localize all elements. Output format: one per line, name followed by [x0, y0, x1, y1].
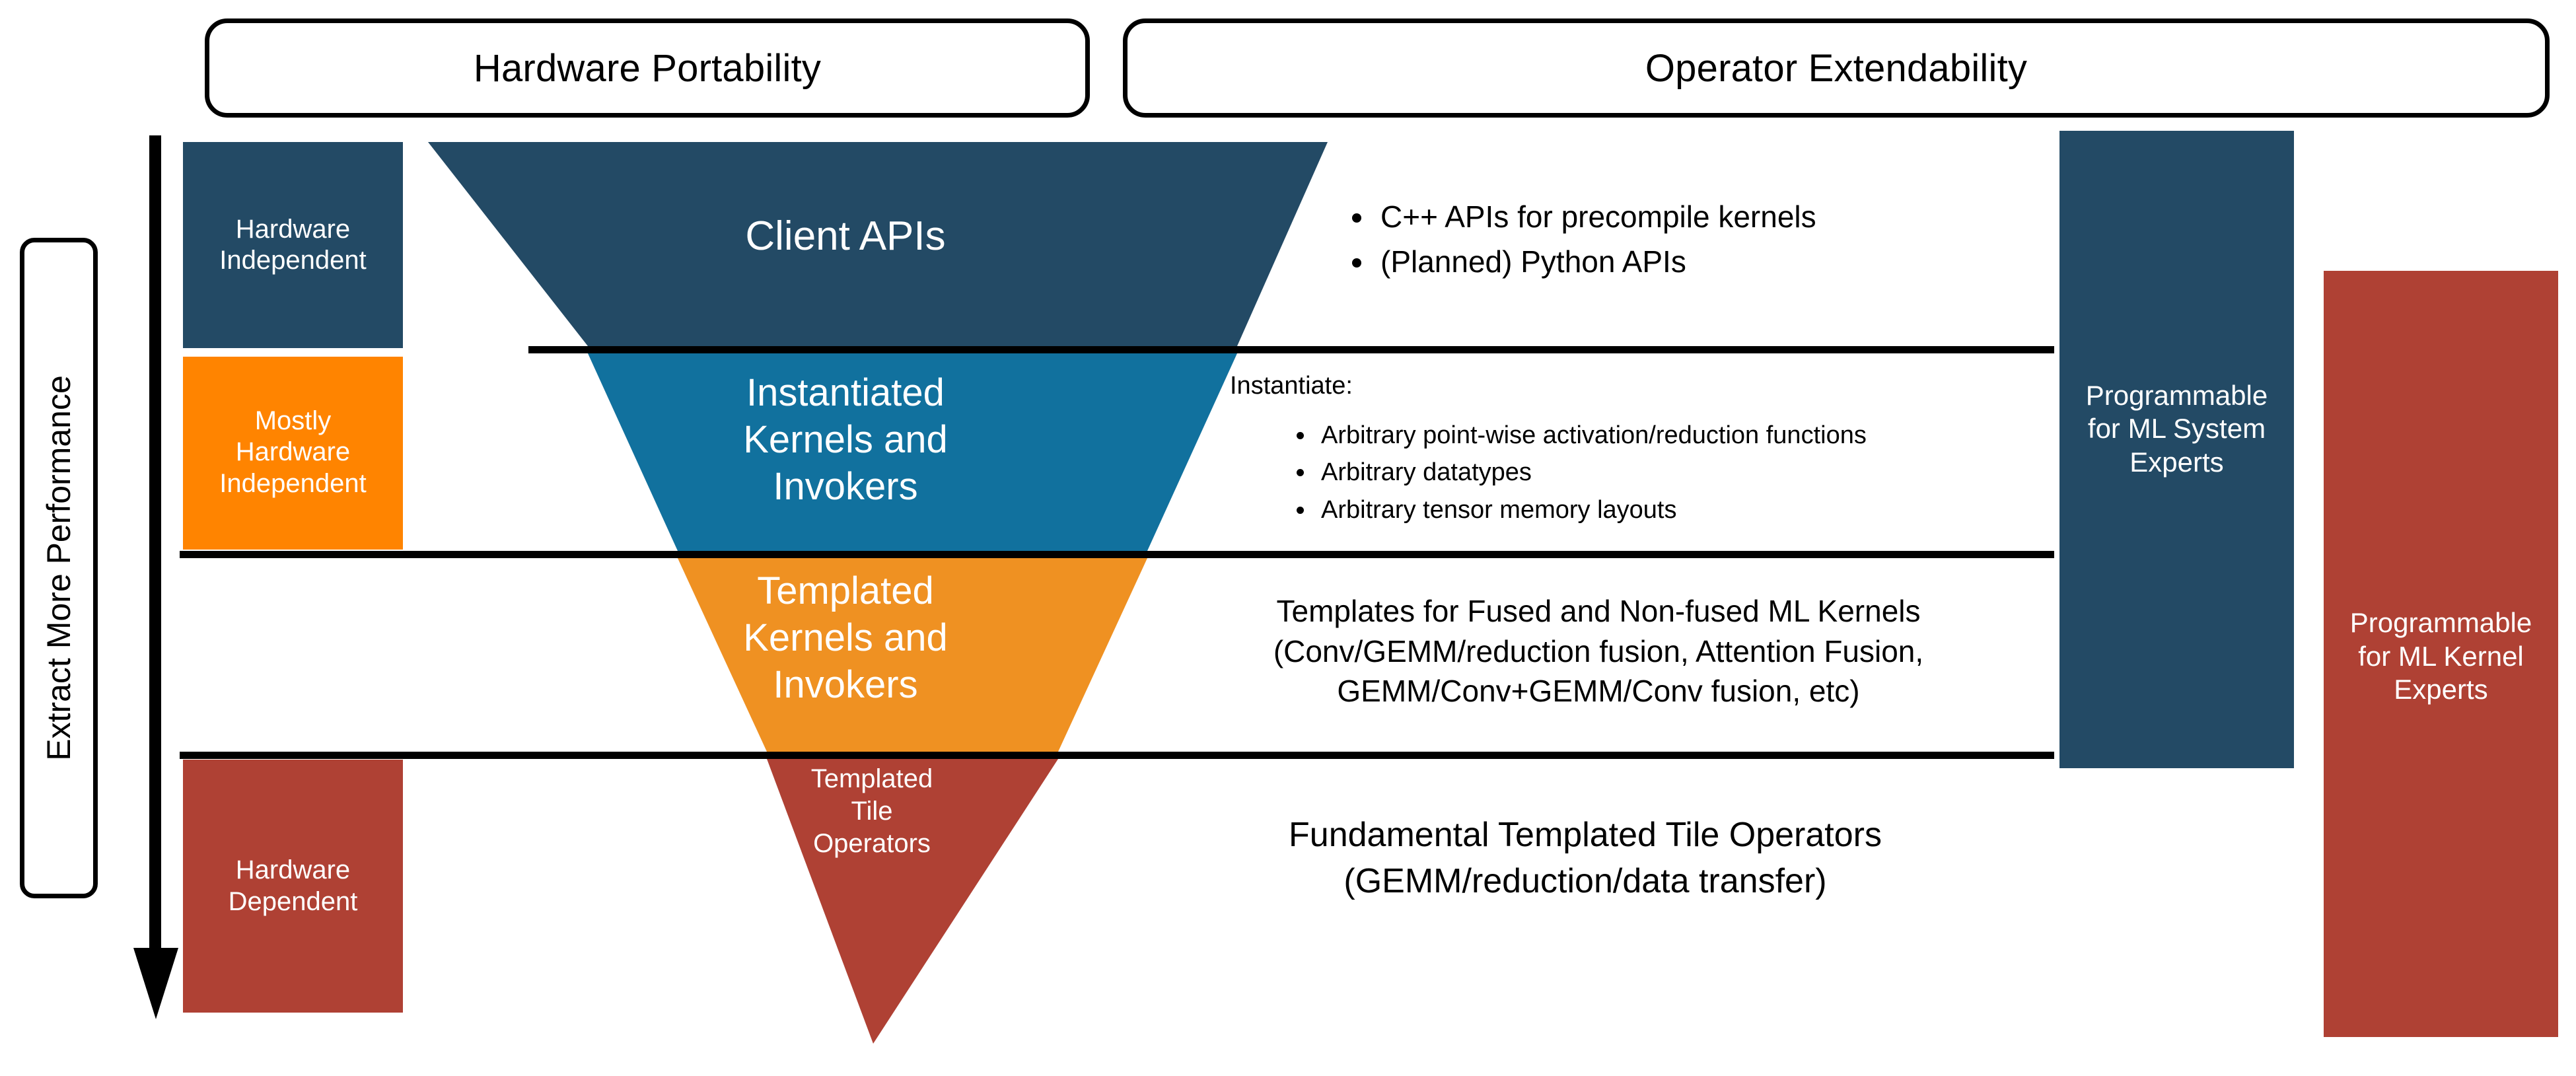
description-instantiated-kernels: Instantiate: Arbitrary point-wise activa…: [1230, 370, 2049, 532]
down-arrow-icon: [133, 135, 178, 1019]
fundamental-line-2: (GEMM/reduction/data transfer): [1343, 861, 1827, 900]
description-client-apis: C++ APIs for precompile kernels (Planned…: [1341, 198, 2028, 288]
list-item: Arbitrary datatypes: [1316, 456, 2049, 489]
list-item: Arbitrary point-wise activation/reductio…: [1316, 419, 2049, 452]
performance-axis-box: Extract More Performance: [20, 238, 98, 898]
list-item: Arbitrary tensor memory layouts: [1316, 494, 2049, 526]
templates-line-3: GEMM/Conv+GEMM/Conv fusion, etc): [1337, 674, 1860, 709]
divider-rule-3: [180, 752, 2054, 759]
description-templated-kernels: Templates for Fused and Non-fused ML Ker…: [1149, 591, 2048, 711]
templates-line-1: Templates for Fused and Non-fused ML Ker…: [1276, 594, 1921, 628]
header-operator-extendability-label: Operator Extendability: [1645, 46, 2028, 90]
divider-rule-1: [528, 346, 2054, 353]
header-operator-extendability: Operator Extendability: [1123, 18, 2550, 118]
client-apis-bullet-list: C++ APIs for precompile kernels (Planned…: [1341, 198, 2028, 281]
description-fundamental-tile-operators: Fundamental Templated Tile Operators (GE…: [1123, 812, 2048, 904]
header-hardware-portability: Hardware Portability: [205, 18, 1090, 118]
list-item: C++ APIs for precompile kernels: [1375, 198, 2028, 236]
funnel-label-client-apis: Client APIs: [745, 213, 946, 259]
instantiate-bullet-list: Arbitrary point-wise activation/reductio…: [1230, 419, 2049, 526]
header-hardware-portability-label: Hardware Portability: [473, 46, 822, 90]
templates-line-2: (Conv/GEMM/reduction fusion, Attention F…: [1273, 633, 1924, 668]
divider-rule-2: [180, 551, 2054, 558]
fundamental-line-1: Fundamental Templated Tile Operators: [1289, 816, 1882, 854]
instantiate-lead-label: Instantiate:: [1230, 372, 1353, 400]
list-item: (Planned) Python APIs: [1375, 243, 2028, 281]
performance-axis-label: Extract More Performance: [40, 375, 77, 761]
